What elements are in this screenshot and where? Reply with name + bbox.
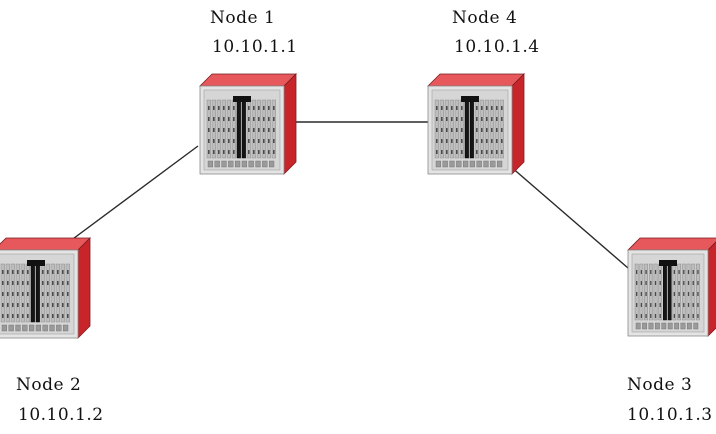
node-3-name: Node 3 bbox=[627, 375, 693, 395]
node-4-name: Node 4 bbox=[452, 8, 518, 28]
node-3-ip: 10.10.1.3 bbox=[627, 405, 713, 425]
node-1-ip: 10.10.1.1 bbox=[212, 37, 298, 57]
node-2-ip: 10.10.1.2 bbox=[18, 405, 104, 425]
router-chassis-node2 bbox=[0, 237, 91, 339]
router-chassis-node1 bbox=[199, 73, 297, 175]
link-node1-node2 bbox=[57, 145, 199, 251]
router-chassis-node3 bbox=[627, 237, 716, 337]
node-2-name: Node 2 bbox=[16, 375, 82, 395]
router-chassis-node4 bbox=[427, 73, 525, 175]
link-node4-node3 bbox=[509, 165, 629, 269]
node-4-ip: 10.10.1.4 bbox=[454, 37, 540, 57]
node-1-name: Node 1 bbox=[210, 8, 276, 28]
